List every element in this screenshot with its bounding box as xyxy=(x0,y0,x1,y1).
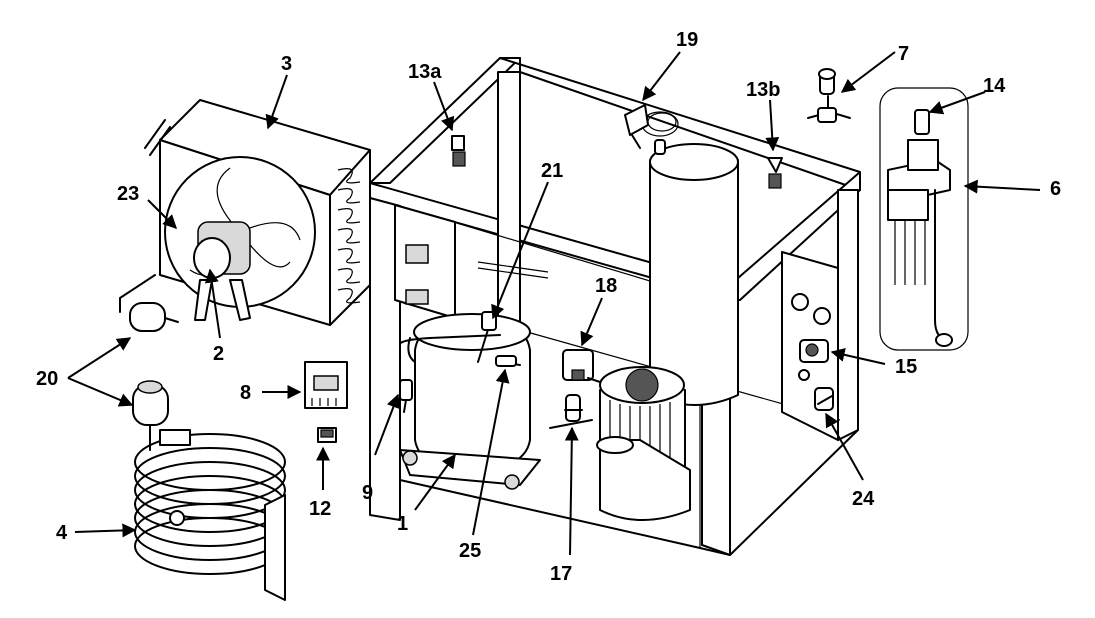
callout-12: 12 xyxy=(309,498,331,520)
callout-24: 24 xyxy=(852,488,875,510)
callout-2: 2 xyxy=(213,343,224,365)
receiver-upper xyxy=(119,274,179,332)
callout-23: 23 xyxy=(117,183,139,205)
rocker-switch xyxy=(317,427,337,443)
callout-labels: 1 2 3 4 6 7 8 9 12 13a 13b 14 15 17 18 1… xyxy=(36,29,1061,585)
thermostatic-valve xyxy=(624,104,679,155)
contactor xyxy=(304,361,348,409)
fan-motor xyxy=(193,221,251,321)
solenoid-valve xyxy=(562,349,601,383)
callout-1: 1 xyxy=(397,513,408,535)
callout-4: 4 xyxy=(56,522,68,544)
callout-18: 18 xyxy=(595,275,617,297)
evaporator-assembly xyxy=(879,87,969,351)
callout-25: 25 xyxy=(459,540,481,562)
callout-3: 3 xyxy=(281,53,292,75)
callout-20: 20 xyxy=(36,368,58,390)
callout-15: 15 xyxy=(895,356,917,378)
callout-17: 17 xyxy=(550,563,572,585)
callout-13a: 13a xyxy=(408,61,442,83)
callout-14: 14 xyxy=(983,75,1006,97)
callout-8: 8 xyxy=(240,382,251,404)
service-valve xyxy=(399,379,413,413)
sensor-13a xyxy=(451,135,466,167)
pump-motor xyxy=(596,366,691,521)
compressor xyxy=(398,313,541,490)
inlet-valve xyxy=(799,339,829,363)
callout-9: 9 xyxy=(362,482,373,504)
drain-valve xyxy=(814,387,834,411)
callout-13b: 13b xyxy=(746,79,780,101)
sensor-13b xyxy=(767,157,783,189)
leader-lines xyxy=(67,51,1041,556)
cooling-coil xyxy=(134,429,286,601)
callout-21: 21 xyxy=(541,160,563,182)
expansion-valve xyxy=(549,394,593,429)
receiver-lower xyxy=(132,380,169,451)
fitting-7 xyxy=(807,68,851,123)
callout-7: 7 xyxy=(898,43,909,65)
callout-19: 19 xyxy=(676,29,698,51)
callout-6: 6 xyxy=(1050,178,1061,200)
